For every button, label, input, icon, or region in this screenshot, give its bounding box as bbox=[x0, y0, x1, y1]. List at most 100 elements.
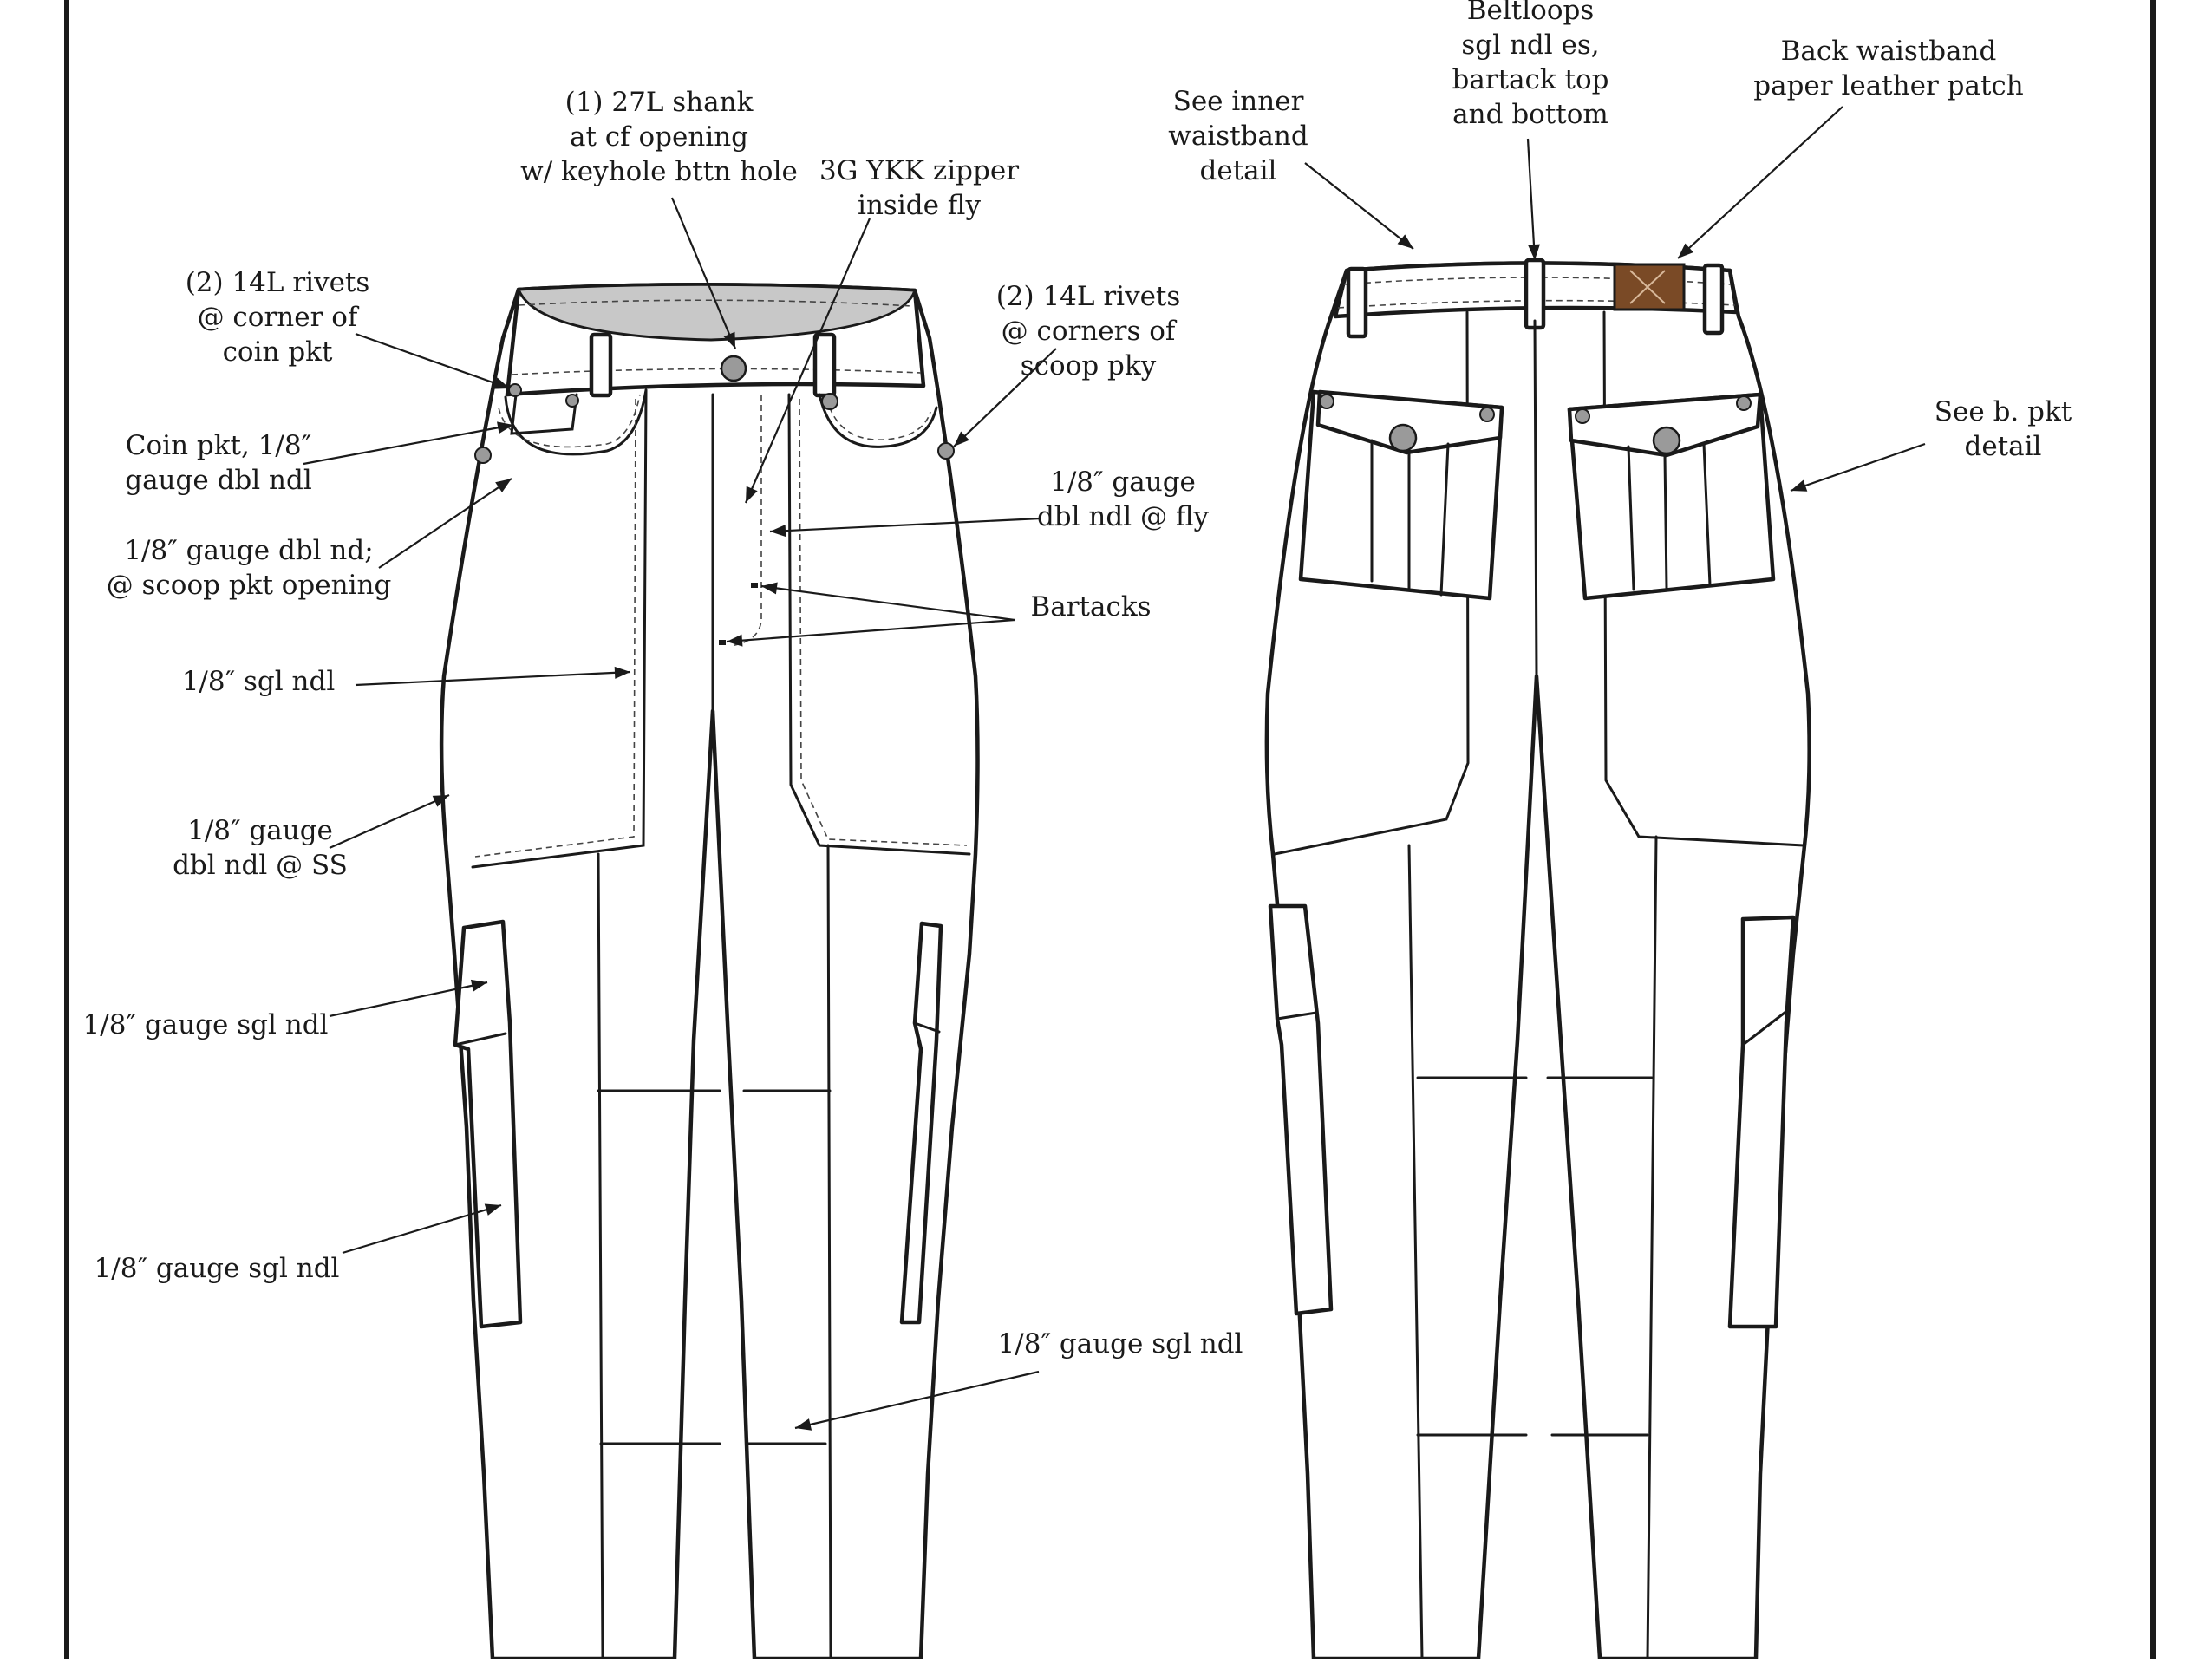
back-beltloop-center bbox=[1524, 258, 1546, 330]
leader-zipper bbox=[744, 218, 871, 504]
callout-back-patch-line: Back waistband bbox=[1781, 36, 1997, 67]
callout-coin-pkt-line: Coin pkt, 1/8″ bbox=[126, 430, 311, 461]
leader-beltloops-arrowhead bbox=[1527, 244, 1540, 260]
callout-inner-waistband-line: waistband bbox=[1168, 121, 1308, 152]
scoop-pocket-right bbox=[818, 393, 938, 448]
front-view-jeans bbox=[439, 283, 980, 1661]
leader-bartacks bbox=[760, 584, 1015, 622]
callout-cargo-pocket: 1/8″ gauge sgl ndl bbox=[95, 1253, 340, 1284]
leader-knee-seam-arrowhead bbox=[795, 1418, 812, 1431]
callout-rivets-coin-line: (2) 14L rivets bbox=[186, 267, 370, 298]
back-pocket-button-right bbox=[1652, 426, 1681, 455]
leader-cargo-pocket bbox=[342, 1203, 502, 1255]
callout-rivets-scoop-line: (2) 14L rivets bbox=[996, 281, 1181, 312]
callout-scoop-opening-line: @ scoop pkt opening bbox=[107, 570, 392, 601]
leader-back-patch-arrowhead bbox=[1678, 243, 1693, 258]
callout-zipper-line: inside fly bbox=[858, 190, 981, 221]
callout-knee-seam-line: 1/8″ gauge sgl ndl bbox=[998, 1328, 1243, 1360]
leader-side-seam-arrowhead bbox=[432, 795, 449, 807]
bartack-lower bbox=[719, 640, 726, 645]
leader-inner-waistband-arrowhead bbox=[1397, 234, 1413, 249]
back-beltloop-right bbox=[1702, 263, 1725, 336]
leader-back-pocket bbox=[1790, 442, 1926, 492]
back-beltloop-left bbox=[1346, 266, 1368, 339]
front-beltloop-right bbox=[812, 332, 837, 398]
callout-beltloops-line: Beltloops bbox=[1467, 0, 1595, 26]
callout-fly-stitch-line: dbl ndl @ fly bbox=[1037, 501, 1210, 532]
leather-patch bbox=[1613, 263, 1686, 311]
leader-sgl-ndl-front-arrowhead bbox=[614, 666, 630, 679]
leader-side-seam bbox=[329, 793, 450, 850]
callout-zipper-line: 3G YKK zipper bbox=[819, 155, 1019, 186]
fly-stitching bbox=[729, 395, 762, 647]
callout-back-pocket-line: detail bbox=[1965, 431, 2042, 462]
leader-bartacks-2 bbox=[726, 618, 1015, 643]
callout-shank-line: w/ keyhole bttn hole bbox=[520, 156, 798, 187]
callout-coin-pkt-line: gauge dbl ndl bbox=[125, 465, 312, 496]
leader-fly-stitch-arrowhead bbox=[770, 525, 786, 538]
callout-beltloops-line: and bottom bbox=[1452, 99, 1608, 130]
center-back-seam bbox=[1533, 319, 1538, 678]
callout-back-patch-line: paper leather patch bbox=[1753, 70, 2024, 101]
callout-sgl-ndl-front: 1/8″ sgl ndl bbox=[182, 666, 336, 697]
scoop-pocket-left bbox=[504, 388, 648, 456]
back-pocket-flap-left bbox=[1315, 389, 1504, 455]
leader-zipper-arrowhead bbox=[746, 486, 758, 503]
callout-beltloops-line: sgl ndl es, bbox=[1461, 29, 1599, 61]
callout-rivets-scoop-line: scoop pky bbox=[1021, 350, 1157, 382]
leader-coin-pkt-arrowhead bbox=[497, 421, 513, 434]
leader-back-pocket-arrowhead bbox=[1791, 479, 1808, 492]
callout-side-seam-line: dbl ndl @ SS bbox=[173, 850, 348, 881]
front-silhouette bbox=[439, 283, 980, 1661]
leader-sgl-ndl-front bbox=[355, 670, 631, 687]
callout-beltloops: Beltloops sgl ndl es,bartack top and botto… bbox=[1452, 0, 1608, 130]
callout-beltloops-line: bartack top bbox=[1452, 64, 1608, 95]
callout-fly-stitch-line: 1/8″ gauge bbox=[1050, 466, 1196, 498]
leader-fly-stitch bbox=[769, 517, 1041, 533]
callout-shank-line: (1) 27L shank bbox=[565, 87, 754, 118]
callout-inner-waistband-line: See inner bbox=[1173, 86, 1304, 117]
leader-scoop-opening bbox=[378, 478, 512, 569]
leader-knee-seam bbox=[794, 1370, 1040, 1430]
callout-scoop-opening-line: 1/8″ gauge dbl nd; bbox=[124, 535, 373, 566]
front-panel-left bbox=[471, 388, 648, 869]
rivet-coin-2 bbox=[565, 394, 579, 408]
back-pocket-flap-right bbox=[1567, 392, 1763, 458]
shank-button bbox=[720, 355, 747, 382]
leader-cargo-pocket-arrowhead bbox=[484, 1203, 501, 1216]
rivet-scoop-left bbox=[474, 447, 492, 464]
leader-lines bbox=[303, 106, 1926, 1431]
rivet-scoop-1 bbox=[821, 393, 838, 410]
front-beltloop-left bbox=[589, 332, 613, 398]
leader-rivets-coin bbox=[355, 332, 511, 390]
leader-shank bbox=[670, 197, 737, 349]
front-cargo-pocket-right bbox=[899, 921, 943, 1325]
leader-cargo-flap bbox=[329, 981, 488, 1018]
callout-zipper: 3G YKK zipper inside fly bbox=[819, 155, 1019, 221]
leader-scoop-opening-arrowhead bbox=[495, 479, 512, 492]
leader-beltloops bbox=[1526, 138, 1537, 261]
back-cargo-pocket-left bbox=[1268, 903, 1334, 1316]
leader-coin-pkt bbox=[303, 423, 514, 466]
callout-knee-seam: 1/8″ gauge sgl ndl bbox=[998, 1328, 1243, 1360]
callout-inner-waistband-line: detail bbox=[1200, 155, 1277, 186]
bartack-upper bbox=[751, 583, 758, 588]
callout-rivets-scoop-line: @ corners of bbox=[1002, 316, 1178, 347]
leader-shank-arrowhead bbox=[723, 331, 735, 349]
rivet-coin-1 bbox=[508, 383, 522, 397]
leader-back-patch bbox=[1677, 106, 1843, 259]
leader-cargo-flap-arrowhead bbox=[470, 979, 487, 992]
callout-scoop-opening: 1/8″ gauge dbl nd; @ scoop pkt opening bbox=[107, 535, 392, 601]
callout-bartacks-line: Bartacks bbox=[1030, 591, 1151, 623]
coin-pocket bbox=[510, 393, 578, 435]
waistband-interior bbox=[516, 283, 917, 342]
